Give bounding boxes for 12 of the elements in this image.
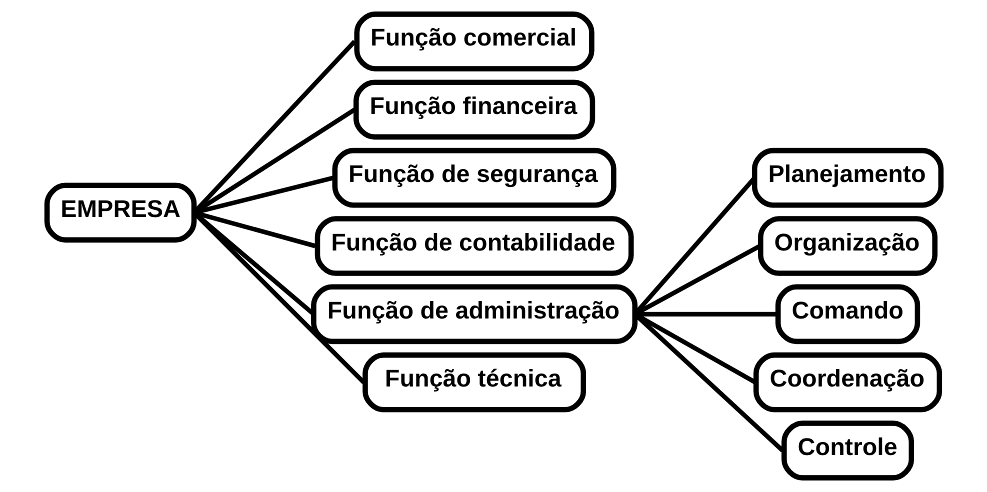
node-box: Função comercial (354, 12, 594, 72)
node-box: Função de contabilidade (314, 216, 634, 276)
node-box: Função financeira (352, 80, 595, 140)
node-box: Coordenação (752, 352, 942, 412)
node-box: Organização (758, 216, 938, 276)
node-box: Função técnica (362, 352, 586, 412)
node-box: Função de administração (310, 284, 638, 344)
node-box: EMPRESA (44, 182, 196, 243)
node-box: Controle (780, 420, 914, 480)
node-box: Comando (774, 284, 920, 344)
node-box: Planejamento (751, 148, 944, 208)
node-box: Função de segurança (332, 148, 616, 208)
